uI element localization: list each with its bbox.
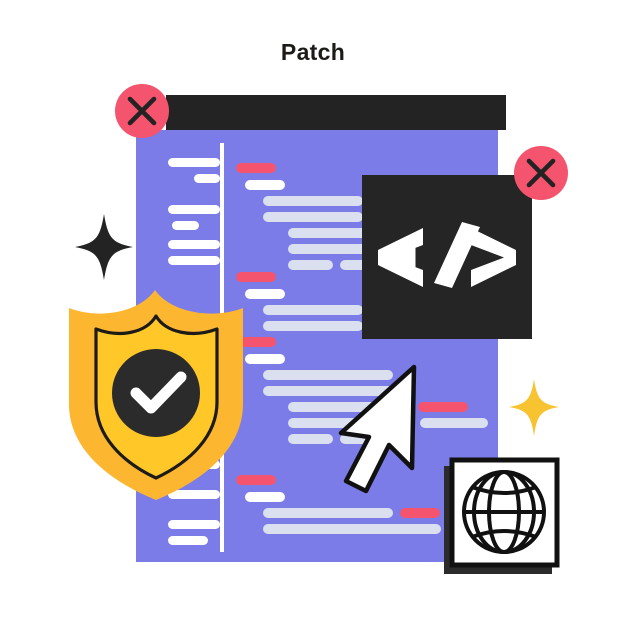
- body-code-line: [420, 418, 488, 428]
- gutter-code-line: [168, 240, 220, 249]
- gutter-code-line: [194, 174, 220, 183]
- code-tag-block: [362, 175, 532, 339]
- globe-icon: [462, 470, 546, 554]
- body-code-line: [263, 524, 441, 534]
- error-badge-top-left[interactable]: [115, 84, 169, 138]
- code-tag-right-chevron: [471, 228, 516, 287]
- body-code-line: [245, 180, 285, 190]
- body-code-line: [236, 272, 276, 282]
- body-code-line: [245, 492, 285, 502]
- shield-badge: [69, 290, 243, 500]
- gutter-code-line: [168, 536, 208, 545]
- error-badge-right[interactable]: [514, 146, 568, 200]
- body-code-line: [263, 212, 363, 222]
- gutter-code-line: [168, 490, 220, 499]
- gutter-code-line: [168, 256, 220, 265]
- body-code-line: [263, 386, 393, 396]
- code-tag-slash: [434, 222, 480, 288]
- body-code-line: [236, 163, 276, 173]
- mouse-cursor-icon[interactable]: [338, 364, 417, 494]
- body-code-line: [236, 337, 276, 347]
- editor-titlebar: [166, 95, 506, 130]
- body-code-line: [288, 228, 368, 238]
- body-code-line: [263, 196, 363, 206]
- body-code-line: [263, 321, 363, 331]
- close-icon: [526, 158, 556, 188]
- body-code-line: [245, 289, 285, 299]
- globe-card: [444, 457, 560, 574]
- gutter-code-line: [168, 158, 220, 167]
- body-code-line: [418, 402, 468, 412]
- body-code-line: [263, 508, 393, 518]
- body-code-line: [263, 305, 363, 315]
- sparkle-yellow-icon: [509, 379, 559, 436]
- code-tag-left-chevron-shape: [378, 228, 423, 287]
- body-code-line: [288, 434, 333, 444]
- sparkle-dark-icon: [75, 214, 133, 280]
- body-code-line: [245, 354, 285, 364]
- body-code-line: [263, 370, 393, 380]
- body-code-line: [236, 475, 276, 485]
- close-icon: [127, 96, 157, 126]
- gutter-code-line: [168, 205, 220, 214]
- page-title: Patch: [280, 39, 346, 65]
- shield-check-circle: [112, 349, 200, 437]
- body-code-line: [288, 260, 333, 270]
- body-code-line: [400, 508, 440, 518]
- gutter-code-line: [168, 520, 220, 529]
- check-icon: [130, 371, 187, 414]
- gutter-code-line: [172, 221, 199, 230]
